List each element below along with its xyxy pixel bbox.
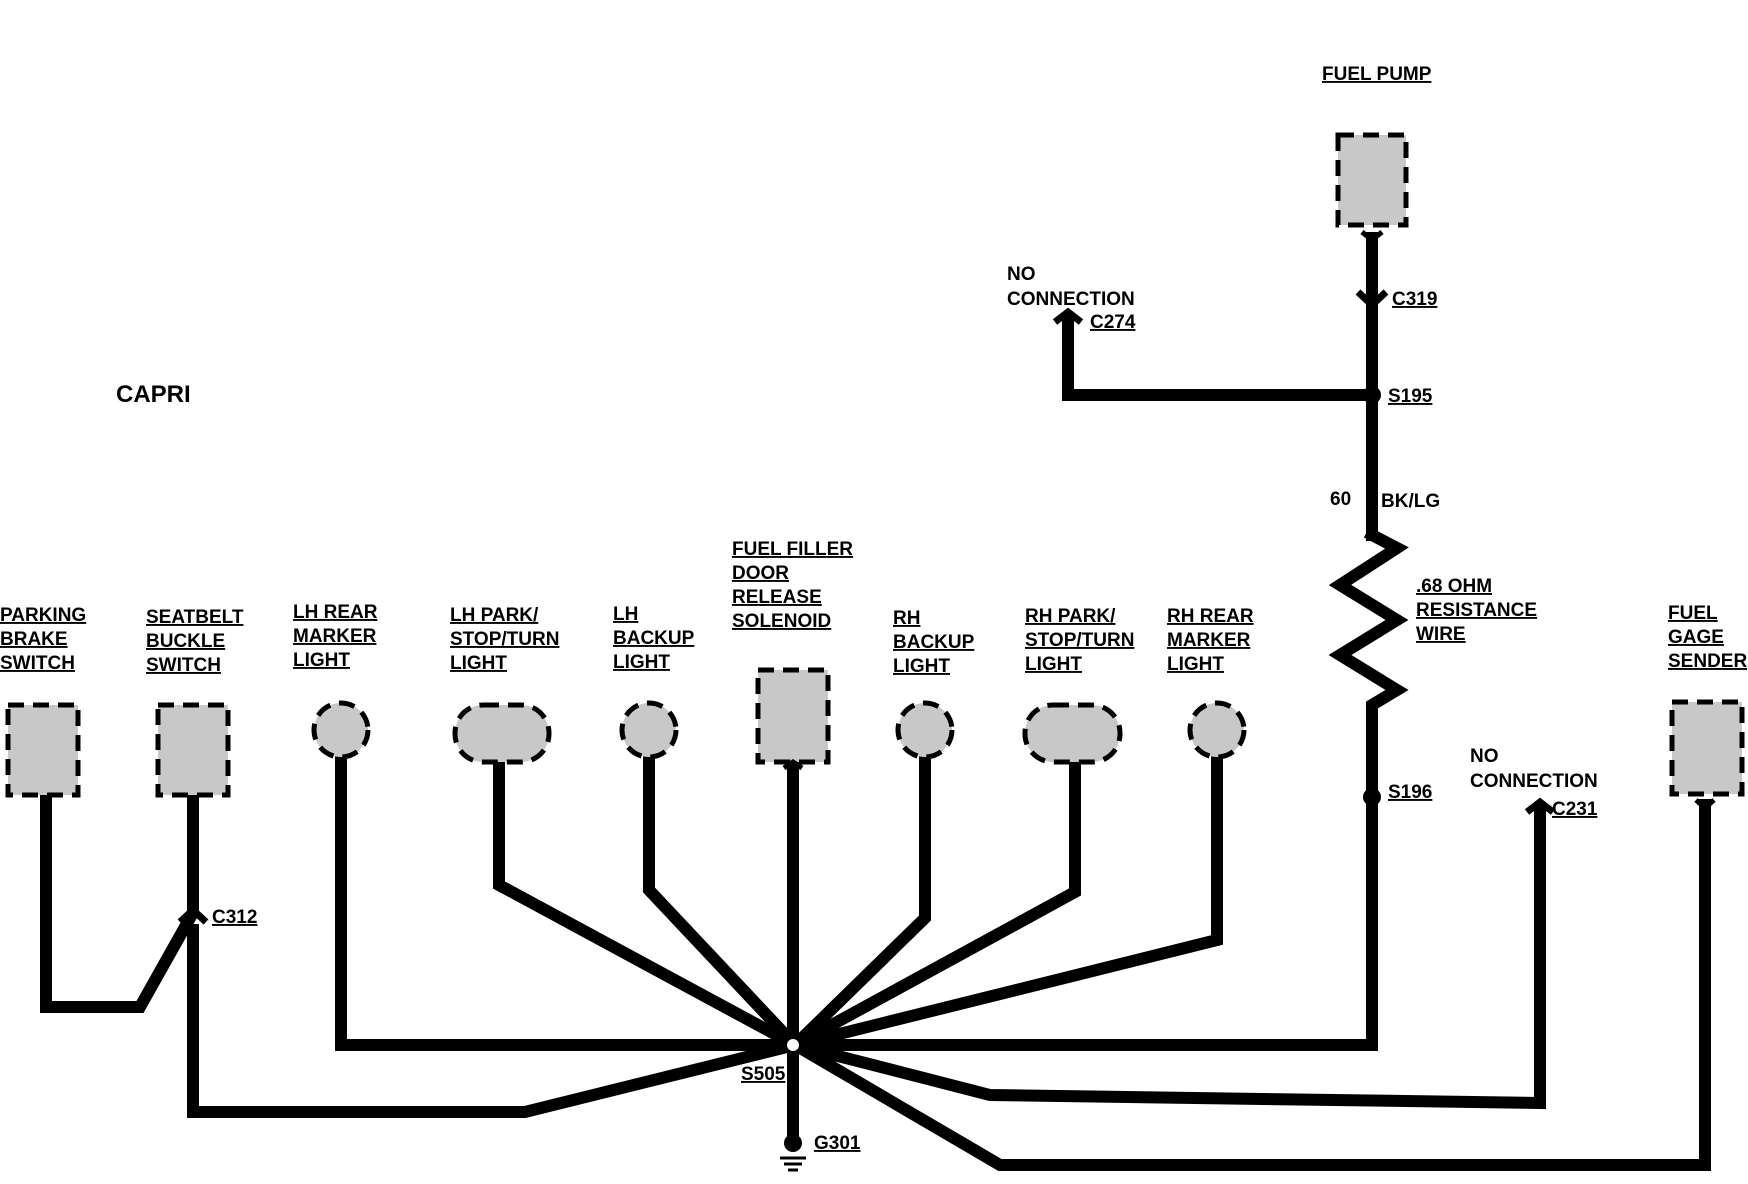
wire-s196-s505 (789, 792, 1378, 1051)
lh-rear-marker-label-line3: LIGHT (293, 650, 350, 671)
fuel-filler-pin (782, 758, 804, 771)
wire-c274 (1062, 314, 1378, 401)
c274-label: C274 (1090, 312, 1136, 333)
wire-rh-backup (786, 751, 931, 1054)
fuel-filler-label-line4: SOLENOID (732, 611, 831, 632)
fuel-gage-component (1669, 699, 1745, 797)
wire-parking-brake (40, 789, 199, 1013)
s195-label: S195 (1388, 386, 1433, 407)
wire-lh-backup (643, 751, 804, 1054)
fuel-pump-component (1335, 132, 1409, 228)
wire-lh-rear-marker (335, 751, 801, 1051)
diagram-title: CAPRI (116, 381, 191, 408)
c312-mark (177, 905, 209, 925)
rh-backup-component (895, 700, 955, 760)
c231-mark (1524, 797, 1556, 815)
rh-park-label-line3: LIGHT (1025, 654, 1082, 675)
wire-rh-park (786, 756, 1081, 1054)
resistance-label-line3: WIRE (1416, 624, 1466, 645)
rh-backup-label-line2: BACKUP (893, 632, 975, 653)
fuel-filler-component (755, 667, 831, 765)
wire-c231 (787, 804, 1546, 1110)
lh-park-label-line2: STOP/TURN (450, 629, 559, 650)
c312-label: C312 (212, 907, 257, 928)
rh-rear-marker-label-line1: RH REAR (1167, 606, 1254, 627)
s196-splice (1363, 788, 1381, 806)
rh-rear-marker-label-line3: LIGHT (1167, 654, 1224, 675)
rh-park-label-line1: RH PARK/ (1025, 606, 1116, 627)
lh-park-component (452, 702, 552, 765)
wire-color-label: BK/LG (1381, 491, 1440, 512)
rh-rear-marker-label-line2: MARKER (1167, 630, 1251, 651)
rh-backup-label-line1: RH (893, 608, 920, 629)
parking-brake-label-line3: SWITCH (0, 653, 75, 674)
fuel-filler-label-line2: DOOR (732, 563, 789, 584)
rh-backup-label-line3: LIGHT (893, 656, 950, 677)
resistance-wire (1328, 526, 1409, 804)
lh-backup-label-line1: LH (613, 604, 638, 625)
lh-park-label-line3: LIGHT (450, 653, 507, 674)
rh-park-label-line2: STOP/TURN (1025, 630, 1134, 651)
fuel-gage-label-line2: GAGE (1668, 627, 1724, 648)
lh-rear-marker-label-line1: LH REAR (293, 602, 378, 623)
fuel-filler-label-line1: FUEL FILLER (732, 539, 853, 560)
lh-backup-label-line2: BACKUP (613, 628, 695, 649)
lh-backup-component (619, 700, 679, 760)
wire-c312-s505 (187, 924, 803, 1118)
fuel-gage-label-line1: FUEL (1668, 603, 1718, 624)
wire-circuit-label: 60 (1330, 489, 1351, 510)
parking-brake-component (5, 702, 81, 798)
wire-lh-park (493, 756, 804, 1054)
seatbelt-label-line2: BUCKLE (146, 631, 225, 652)
rh-rear-marker-component (1187, 700, 1247, 760)
fuel-gage-pin (1694, 798, 1716, 812)
rh-park-component (1022, 702, 1123, 765)
c319-label: C319 (1392, 289, 1437, 310)
c274-mark (1052, 307, 1084, 325)
lh-rear-marker-label-line2: MARKER (293, 626, 377, 647)
wire-fuel-gage (786, 799, 1711, 1171)
seatbelt-label-line3: SWITCH (146, 655, 221, 676)
connector-marks (177, 230, 1716, 1172)
wires (40, 232, 1711, 1171)
wire-rh-rear-marker (787, 751, 1223, 1053)
fuel-gage-label-line3: SENDER (1668, 651, 1747, 672)
seatbelt-label-line1: SEATBELT (146, 607, 244, 628)
no-connection-top-line2: CONNECTION (1007, 289, 1135, 310)
seatbelt-component (155, 702, 231, 798)
fuel-pump-pin (1360, 230, 1384, 244)
lh-backup-label-line3: LIGHT (613, 652, 670, 673)
no-connection-top-line1: NO (1007, 264, 1036, 285)
fuel-filler-label-line3: RELEASE (732, 587, 822, 608)
no-connection-right-line2: CONNECTION (1470, 771, 1598, 792)
g301-label: G301 (814, 1133, 861, 1154)
resistance-label-line2: RESISTANCE (1416, 600, 1537, 621)
c231-label: C231 (1552, 799, 1598, 820)
lh-rear-marker-component (311, 700, 371, 760)
s505-label: S505 (741, 1064, 786, 1085)
s505-splice (783, 1035, 803, 1055)
c319-mark (1355, 289, 1389, 310)
no-connection-right-line1: NO (1470, 746, 1499, 767)
s196-label: S196 (1388, 782, 1432, 803)
components (5, 132, 1745, 798)
parking-brake-label-line1: PARKING (0, 605, 86, 626)
lh-park-label-line1: LH PARK/ (450, 605, 539, 626)
g301-node (784, 1134, 802, 1152)
s195-splice (1363, 386, 1381, 404)
fuel-pump-label: FUEL PUMP (1322, 64, 1432, 85)
resistance-label-line1: .68 OHM (1416, 576, 1492, 597)
parking-brake-label-line2: BRAKE (0, 629, 68, 650)
